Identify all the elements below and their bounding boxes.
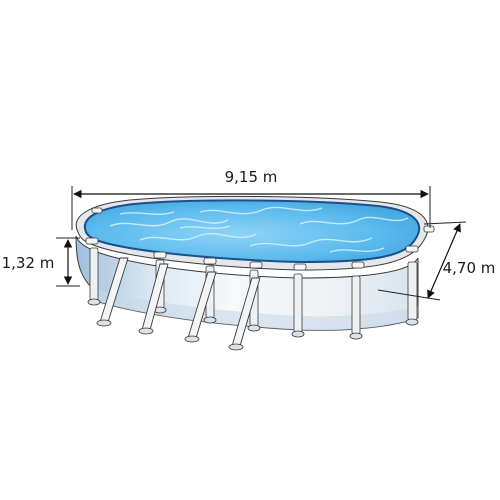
length-dimension: 9,15 m [71, 168, 431, 230]
support-buttresses [99, 257, 261, 347]
width-dimension: 4,70 m [377, 221, 496, 301]
width-label: 4,70 m [443, 259, 496, 277]
length-label: 9,15 m [225, 168, 278, 186]
pool-water [83, 199, 421, 264]
width-arrow [427, 223, 461, 299]
wall-shadow [92, 288, 418, 331]
post-feet [87, 298, 419, 340]
buttress-feet [96, 319, 244, 351]
water-caustics [109, 206, 409, 253]
height-label: 1,32 m [2, 254, 55, 272]
height-dimension: 1,32 m [2, 237, 80, 287]
